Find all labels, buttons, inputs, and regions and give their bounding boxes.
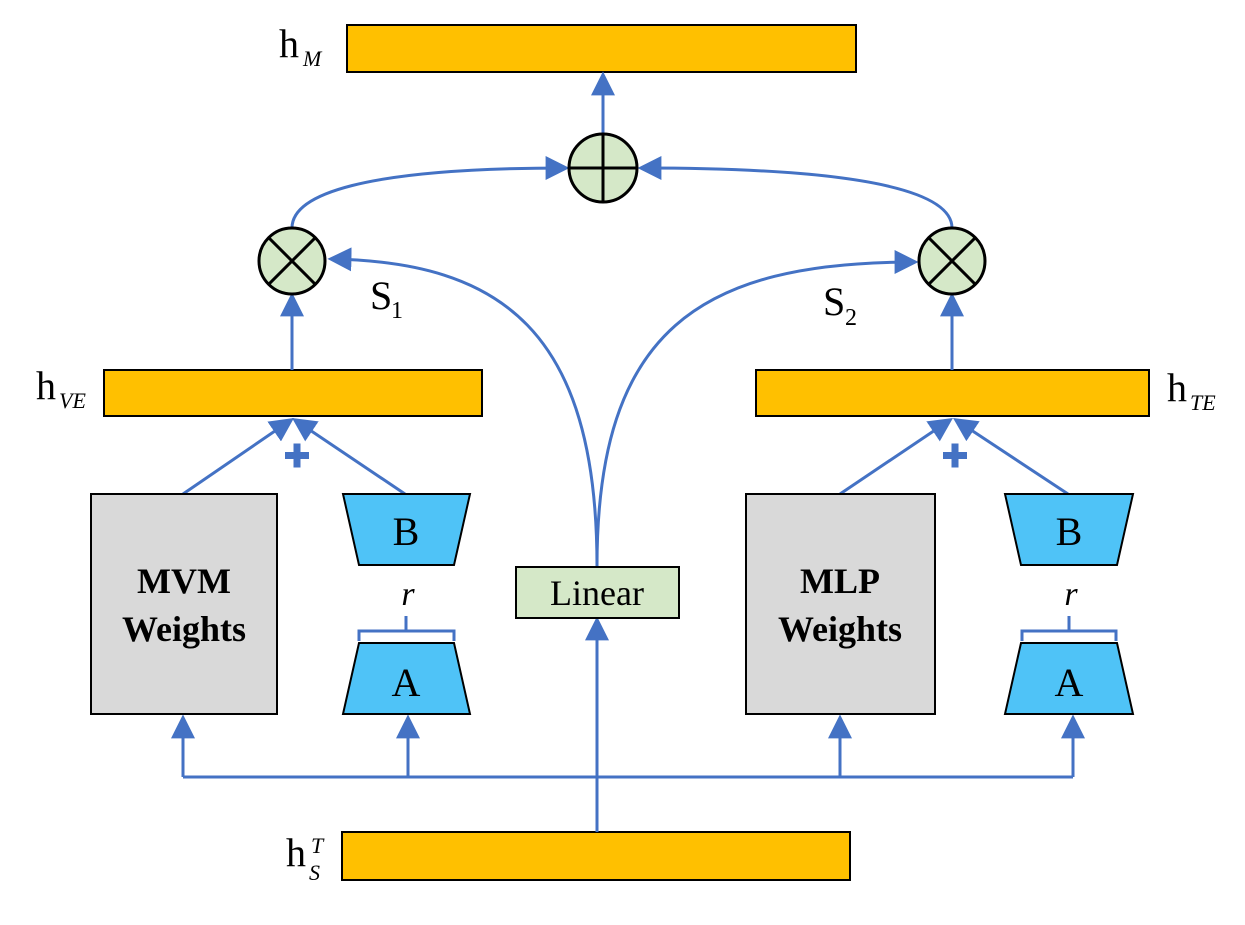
rank-bracket-right (1020, 616, 1118, 641)
linear-label: Linear (550, 573, 644, 613)
label-h-s-t: h T S (286, 830, 325, 885)
svg-text:h: h (279, 21, 299, 66)
arrow-b-right-to-hte (952, 418, 1069, 496)
svg-text:2: 2 (845, 305, 857, 331)
arrow-mul-left-to-add (290, 156, 570, 229)
arrow-linear-to-mul-right (595, 250, 919, 567)
lora-a-right-trapezoid (1003, 642, 1135, 715)
rank-label-right: r (1064, 576, 1078, 613)
arrow-mul-right-to-add (637, 156, 954, 229)
add-operator-icon (567, 132, 639, 204)
lora-a-left-label: A (392, 660, 421, 705)
label-h-m: h M (279, 21, 323, 71)
mvm-weights-line2: Weights (122, 609, 246, 649)
arrow-mvm-to-hve (182, 417, 294, 496)
arrow-linear-to-mul-left (327, 247, 599, 567)
lora-b-right-label: B (1056, 509, 1083, 554)
svg-text:M: M (302, 46, 323, 71)
lora-b-right-trapezoid (1003, 493, 1135, 566)
hs-bar (341, 831, 851, 881)
connectors (171, 71, 1085, 832)
mlp-weights-line1: MLP (800, 561, 880, 601)
mvm-weights-box (90, 493, 278, 715)
mvm-weights-line1: MVM (137, 561, 231, 601)
svg-text:S: S (823, 279, 845, 324)
multiply-operator-right-icon (917, 226, 987, 296)
mlp-weights-box (745, 493, 936, 715)
lora-b-left-trapezoid (341, 493, 472, 566)
hm-bar (346, 24, 857, 73)
lora-b-left-label: B (393, 509, 420, 554)
label-s2: S 2 (823, 279, 857, 331)
lora-a-left-trapezoid (341, 642, 472, 715)
svg-text:TE: TE (1190, 390, 1216, 415)
svg-text:S: S (309, 860, 320, 885)
svg-text:T: T (311, 833, 325, 858)
mlp-weights-line2: Weights (778, 609, 902, 649)
linear-box (515, 566, 680, 619)
arrow-b-left-to-hve (292, 417, 406, 496)
svg-text:h: h (36, 363, 56, 408)
lora-a-right-label: A (1055, 660, 1084, 705)
label-s1: S 1 (370, 273, 403, 324)
hte-bar (755, 369, 1150, 417)
svg-text:VE: VE (59, 388, 86, 413)
label-h-ve: h VE (36, 363, 86, 413)
label-h-te: h TE (1167, 365, 1216, 415)
plus-icon-right (943, 443, 967, 468)
plus-icon-left (285, 443, 309, 468)
arrow-mlp-to-hte (839, 417, 953, 496)
svg-text:h: h (1167, 365, 1187, 410)
multiply-operator-left-icon (257, 226, 327, 296)
hve-bar (103, 369, 483, 417)
rank-bracket-left (357, 616, 456, 641)
svg-text:h: h (286, 830, 306, 875)
svg-text:1: 1 (391, 298, 403, 324)
svg-text:S: S (370, 273, 392, 318)
rank-label-left: r (401, 576, 415, 613)
